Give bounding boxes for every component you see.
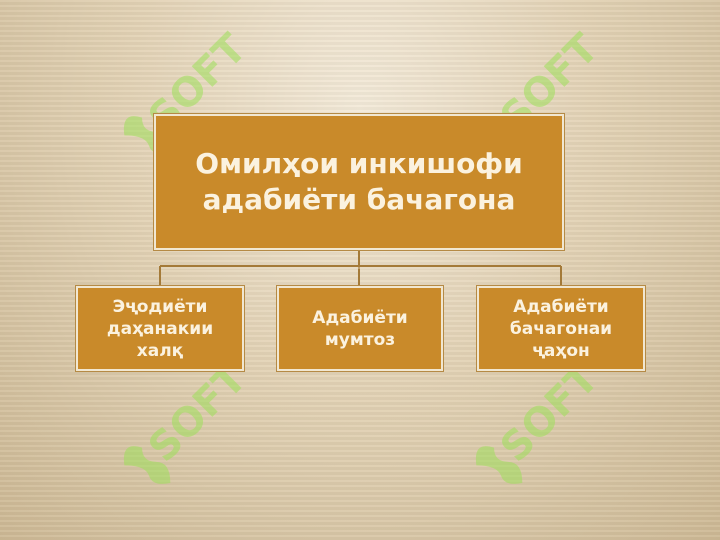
diagram-child-node-folklore: Эҷодиёти даҳанакии халқ: [75, 285, 245, 372]
child-node-label: Адабиёти мумтоз: [312, 307, 408, 350]
watermark-logo: SOFT: [88, 330, 288, 530]
child-node-label: Эҷодиёти даҳанакии халқ: [106, 296, 214, 361]
diagram-root-node: Омилҳои инкишофи адабиёти бачагона: [153, 113, 565, 251]
watermark-logo: SOFT: [440, 330, 640, 530]
sof-logo-icon: SOFT: [123, 355, 256, 484]
sof-logo-icon: SOFT: [475, 355, 608, 484]
diagram-child-node-classical: Адабиёти мумтоз: [276, 285, 444, 372]
child-node-label: Адабиёти бачагонаи ҷаҳон: [509, 296, 613, 361]
root-node-label: Омилҳои инкишофи адабиёти бачагона: [195, 147, 523, 216]
diagram-child-node-world: Адабиёти бачагонаи ҷаҳон: [476, 285, 646, 372]
